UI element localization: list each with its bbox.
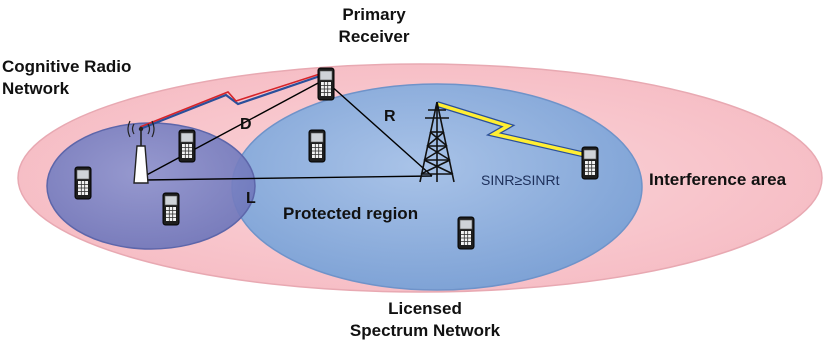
licensed-spectrum-network-label: Licensed Spectrum Network bbox=[330, 298, 520, 342]
cognitive-radio-label: Cognitive Radio Network bbox=[2, 56, 131, 100]
primary-receiver-label: Primary Receiver bbox=[322, 4, 426, 48]
sinr-label: SINR≥SINRt bbox=[481, 172, 560, 188]
line-l bbox=[144, 175, 433, 181]
pu-user-phone-icon-1 bbox=[308, 129, 326, 163]
primary-receiver-label-line-1: Primary bbox=[342, 5, 406, 24]
yellow-signal-link bbox=[436, 101, 587, 158]
line-r bbox=[328, 83, 433, 177]
distance-d-label: D bbox=[240, 116, 252, 133]
interference-area-label: Interference area bbox=[649, 170, 787, 189]
primary-receiver-phone-icon bbox=[317, 67, 335, 101]
licensed-label-line-1: Licensed bbox=[388, 299, 462, 318]
line-d bbox=[140, 81, 321, 179]
cr-user-phone-icon-2 bbox=[74, 166, 92, 200]
pu-user-phone-icon-2 bbox=[581, 146, 599, 180]
cell-tower-icon bbox=[419, 101, 455, 183]
red-interference-link bbox=[139, 71, 327, 131]
pu-user-phone-icon-3 bbox=[457, 216, 475, 250]
protected-region-label: Protected region bbox=[283, 204, 419, 223]
distance-r-label: R bbox=[384, 108, 396, 125]
cognitive-radio-label-line-2: Network bbox=[2, 79, 70, 98]
cr-user-phone-icon-3 bbox=[162, 192, 180, 226]
primary-receiver-label-line-2: Receiver bbox=[338, 27, 410, 46]
cognitive-base-station-icon bbox=[127, 120, 155, 184]
cr-user-phone-icon-1 bbox=[178, 129, 196, 163]
cognitive-radio-label-line-1: Cognitive Radio bbox=[2, 57, 132, 76]
licensed-label-line-2: Spectrum Network bbox=[349, 321, 501, 340]
distance-l-label: L bbox=[246, 190, 256, 207]
